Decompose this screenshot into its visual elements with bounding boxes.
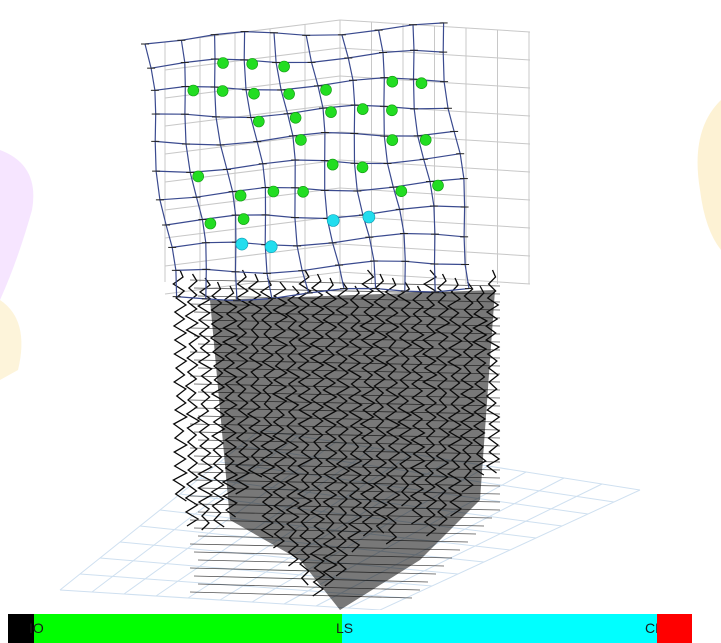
undeformed-beam: [164, 215, 341, 239]
collapsed-column: [172, 269, 188, 502]
collapsed-column: [196, 277, 213, 531]
watermark-right: [697, 100, 721, 250]
collapsed-column: [184, 273, 201, 527]
hinge-io-marker: [192, 170, 204, 183]
hinge-io-marker: [237, 213, 250, 225]
hinge-io-marker: [325, 106, 337, 118]
collapsed-core-mass: [210, 290, 495, 610]
model-3d-viewport[interactable]: [0, 0, 721, 610]
deformed-beam-line: [155, 104, 449, 119]
deformed-beam-line: [175, 260, 466, 275]
hinge-io-marker: [395, 185, 408, 197]
deformed-beam-line: [144, 22, 444, 45]
ground-grid-line: [347, 483, 603, 609]
legend-segment-ls-cp: LS CP: [336, 614, 664, 643]
undeformed-beam: [164, 243, 341, 267]
deformed-column-line: [273, 32, 310, 294]
undeformed-beam: [164, 103, 341, 127]
legend-label-ls: LS: [336, 620, 354, 636]
ground-grid-line: [379, 489, 641, 610]
hinge-io-marker: [248, 87, 260, 100]
deformed-beam-line: [159, 178, 464, 201]
structure-model-svg: [0, 19, 721, 610]
deformed-column-line: [213, 34, 238, 301]
hinge-io-marker: [386, 75, 399, 88]
hinge-io-marker: [320, 84, 332, 96]
deformed-beam-line: [176, 287, 470, 302]
deformed-beam-line: [150, 49, 444, 69]
hinge-io-marker: [419, 134, 432, 146]
hinge-io-marker: [216, 85, 229, 97]
hinge-io-marker: [204, 217, 217, 230]
plastic-hinges: [187, 57, 444, 253]
collapsed-beam: [193, 575, 429, 583]
collapsed-lower-stories: [172, 269, 501, 610]
hinge-io-marker: [283, 88, 295, 100]
undeformed-beam: [164, 131, 341, 155]
collapsed-beam: [197, 583, 421, 591]
hinge-io-marker: [234, 189, 247, 202]
watermark-left-lower: [0, 300, 22, 380]
deformed-beam-line: [172, 232, 465, 248]
hinge-io-marker: [297, 186, 309, 198]
hinge-io-marker: [252, 115, 265, 128]
legend-label-io: IO: [29, 620, 44, 636]
hinge-ls-marker: [264, 240, 278, 253]
hinge-io-marker: [246, 58, 258, 70]
hinge-io-marker: [386, 134, 399, 146]
performance-level-legend: IO LS CP: [8, 614, 692, 643]
collapsed-column: [484, 269, 501, 474]
hinge-io-marker: [386, 104, 398, 117]
collapsed-beam: [189, 279, 501, 287]
legend-segment-cp: [657, 614, 692, 643]
hinge-io-marker: [415, 77, 428, 89]
deformed-beam-line: [154, 77, 445, 91]
undeformed-beam: [164, 271, 341, 295]
watermark-left: [0, 150, 34, 300]
legend-segment-io-ls: IO: [29, 614, 342, 643]
deformed-beam-line: [166, 205, 465, 226]
deformed-beam-line: [155, 130, 455, 146]
legend-segment-black: [8, 614, 34, 643]
deformed-beam-line: [156, 153, 461, 174]
undeformed-beam: [164, 187, 341, 211]
hinge-ls-marker: [362, 210, 376, 224]
hinge-io-marker: [289, 112, 302, 124]
hinge-ls-marker: [326, 214, 340, 227]
hinge-io-marker: [278, 60, 290, 73]
hinge-io-marker: [326, 158, 339, 171]
hinge-io-marker: [295, 134, 307, 146]
watermark-shapes: [0, 100, 721, 380]
hinge-io-marker: [356, 103, 369, 115]
collapsed-beam: [189, 591, 413, 599]
hinge-io-marker: [356, 161, 369, 174]
deformed-column-line: [378, 29, 406, 292]
deformed-column-line: [180, 40, 207, 299]
deformed-column-line: [144, 43, 178, 297]
hinge-io-marker: [187, 84, 200, 97]
hinge-ls-marker: [235, 237, 249, 251]
hinge-io-marker: [267, 185, 280, 198]
hinge-io-marker: [217, 57, 229, 69]
deformed-frame: [141, 22, 473, 302]
hinge-io-marker: [432, 179, 444, 192]
